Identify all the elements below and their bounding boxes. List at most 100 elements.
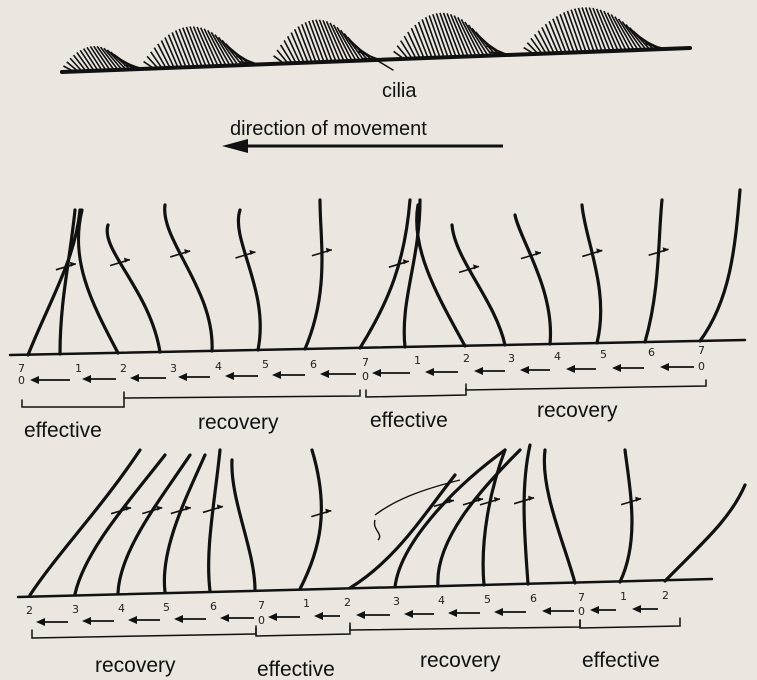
step-arrow-head xyxy=(36,618,45,626)
row1-position-label: 1 xyxy=(75,362,82,375)
row1-bracket-effective xyxy=(366,388,466,397)
row2-base-line xyxy=(18,579,712,597)
row2-position-label: 2 xyxy=(344,596,351,609)
row1-phase-label: effective xyxy=(24,419,102,442)
row1-position-label: 2 xyxy=(463,352,470,365)
step-arrow-head xyxy=(632,605,641,613)
step-arrow-head xyxy=(520,366,529,374)
cilium-marker-arrowhead xyxy=(217,504,223,509)
step-arrow-head xyxy=(590,606,599,614)
row2-position-label: 7 xyxy=(578,591,585,604)
cilium-marker-arrowhead xyxy=(528,496,534,501)
row2-position-label: 0 xyxy=(258,614,265,627)
row2-cilia xyxy=(30,445,745,595)
step-arrow-head xyxy=(82,617,91,625)
step-arrow-head xyxy=(474,367,483,375)
cilium xyxy=(544,450,575,583)
row2-position-label: 5 xyxy=(163,601,170,614)
wave-cilium-stroke xyxy=(179,29,194,67)
row2-position-label: 6 xyxy=(530,592,537,605)
step-arrow-head xyxy=(320,370,329,378)
row1-bracket-effective xyxy=(22,398,124,407)
row2-position-label: 0 xyxy=(578,605,585,618)
cilium xyxy=(118,455,190,593)
step-arrow-head xyxy=(128,616,137,624)
step-arrow-head xyxy=(178,373,187,381)
row1-base-line xyxy=(10,340,745,355)
cilium-marker-arrowhead xyxy=(403,259,409,264)
row2-position-label: 5 xyxy=(484,593,491,606)
beat-row-1: 7 0 1 2 3 4 5 6 7 0 1 2 3 4 5 6 7 0 effe… xyxy=(10,190,745,442)
cilium xyxy=(700,190,740,341)
row1-phase-label: recovery xyxy=(198,411,279,434)
cilium-marker-arrowhead xyxy=(325,509,331,514)
row2-position-label: 3 xyxy=(393,595,400,608)
cilium xyxy=(360,200,410,348)
cilium-marker-arrowhead xyxy=(326,248,332,253)
step-arrow-head xyxy=(82,375,91,383)
row2-bracket-recovery xyxy=(350,620,580,630)
row1-bracket-recovery xyxy=(466,380,706,390)
row1-position-label: 6 xyxy=(310,358,317,371)
step-arrow-head xyxy=(566,365,575,373)
cilium-marker-arrowhead xyxy=(156,506,162,511)
row1-phase-label: recovery xyxy=(537,399,618,422)
direction-label: direction of movement xyxy=(230,118,427,140)
cilium xyxy=(107,225,160,352)
cilium xyxy=(238,210,260,350)
step-arrow-head xyxy=(404,610,413,618)
cilium xyxy=(665,485,745,581)
row1-bracket-recovery xyxy=(124,390,360,398)
cilia-label: cilia xyxy=(382,80,417,102)
cilium-marker-arrowhead xyxy=(124,258,130,263)
step-arrow-head xyxy=(225,372,234,380)
row1-position-label: 6 xyxy=(648,346,655,359)
step-arrow-head xyxy=(30,376,39,384)
cilium xyxy=(300,450,321,589)
cilium xyxy=(305,200,322,349)
row2-phase-label: effective xyxy=(582,649,660,672)
cilium xyxy=(417,205,465,346)
row2-phase-label: effective xyxy=(257,658,335,680)
cilium xyxy=(524,445,530,584)
cilium-marker-arrowhead xyxy=(663,247,669,252)
wave-cilium-stroke xyxy=(429,16,444,58)
wave-cilia-strokes xyxy=(60,7,690,71)
cilium-marker-arrowhead xyxy=(448,498,454,503)
direction-arrow xyxy=(222,139,503,153)
wave-cilium-stroke xyxy=(277,50,288,63)
step-arrow-head xyxy=(314,612,323,620)
wave-cilium-stroke xyxy=(305,22,320,62)
row1-position-label: 2 xyxy=(120,362,127,375)
step-arrow-head xyxy=(356,611,365,619)
row2-bracket-effective xyxy=(580,618,680,628)
cilium xyxy=(60,210,75,354)
step-arrow-head xyxy=(174,615,183,623)
cilium xyxy=(582,205,601,343)
row2-position-label: 4 xyxy=(118,602,125,615)
cilium-marker-arrowhead xyxy=(535,251,541,256)
cilium-marker-arrowhead xyxy=(249,250,255,255)
beat-row-2: 2 3 4 5 6 7 0 1 2 3 4 5 6 7 0 1 2 recove… xyxy=(18,445,745,680)
wave-cilium-stroke xyxy=(571,10,586,52)
cilium-marker-arrowhead xyxy=(125,506,131,511)
cilium-marker-arrowhead xyxy=(477,497,483,502)
cilium xyxy=(30,450,140,595)
row1-position-label: 4 xyxy=(215,360,222,373)
cilium xyxy=(164,455,205,592)
row2-position-label: 7 xyxy=(258,599,265,612)
wave-cilium-stroke xyxy=(397,46,408,59)
row1-position-label: 4 xyxy=(554,350,561,363)
row1-position-label: 5 xyxy=(600,348,607,361)
step-arrow-head xyxy=(660,363,669,371)
row1-position-label: 1 xyxy=(414,354,421,367)
row2-position-label: 4 xyxy=(438,594,445,607)
cilium-marker-arrowhead xyxy=(596,248,602,253)
cilium xyxy=(452,225,505,345)
cilium xyxy=(165,205,212,351)
row1-phase-label: effective xyxy=(370,409,448,432)
row2-phase-label: recovery xyxy=(95,654,176,677)
cilium xyxy=(78,210,118,353)
step-arrow-head xyxy=(612,364,621,372)
cilium-marker-arrowhead xyxy=(184,249,190,254)
